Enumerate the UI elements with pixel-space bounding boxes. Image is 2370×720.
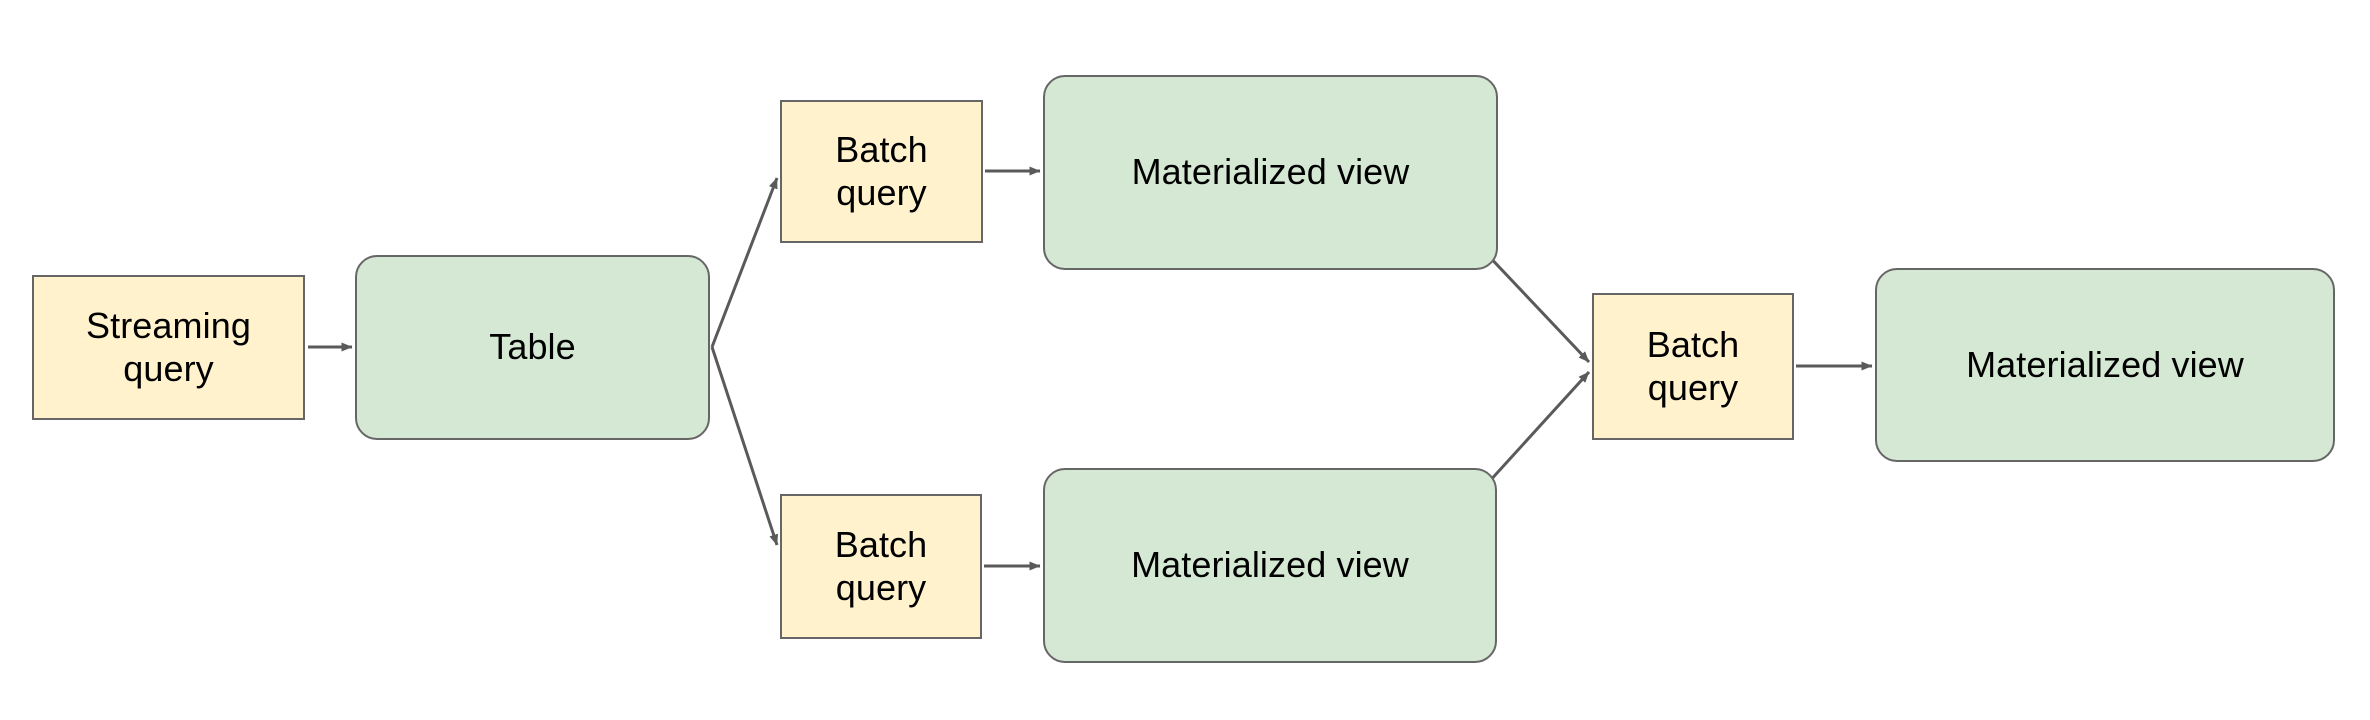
node-label: Batch query [834,524,928,608]
node-batch-query-top[interactable]: Batch query [780,100,983,243]
node-label: Materialized view [1966,343,2244,385]
node-batch-query-bottom[interactable]: Batch query [780,494,982,639]
edge-table-to-batch-bottom [710,346,779,546]
node-label: Batch query [835,129,928,213]
node-label: Materialized view [1131,151,1410,193]
node-table[interactable]: Table [355,255,710,440]
node-materialized-view-top[interactable]: Materialized view [1043,75,1498,270]
node-batch-query-merge[interactable]: Batch query [1592,293,1794,440]
edge-table-to-batch-top [710,177,779,348]
node-materialized-view-final[interactable]: Materialized view [1875,268,2335,462]
node-materialized-view-bottom[interactable]: Materialized view [1043,468,1497,663]
node-label: Batch query [1646,324,1740,408]
node-streaming-query[interactable]: Streaming query [32,275,305,420]
node-label: Materialized view [1131,544,1409,586]
node-label: Table [489,326,576,368]
node-label: Streaming query [86,305,251,389]
